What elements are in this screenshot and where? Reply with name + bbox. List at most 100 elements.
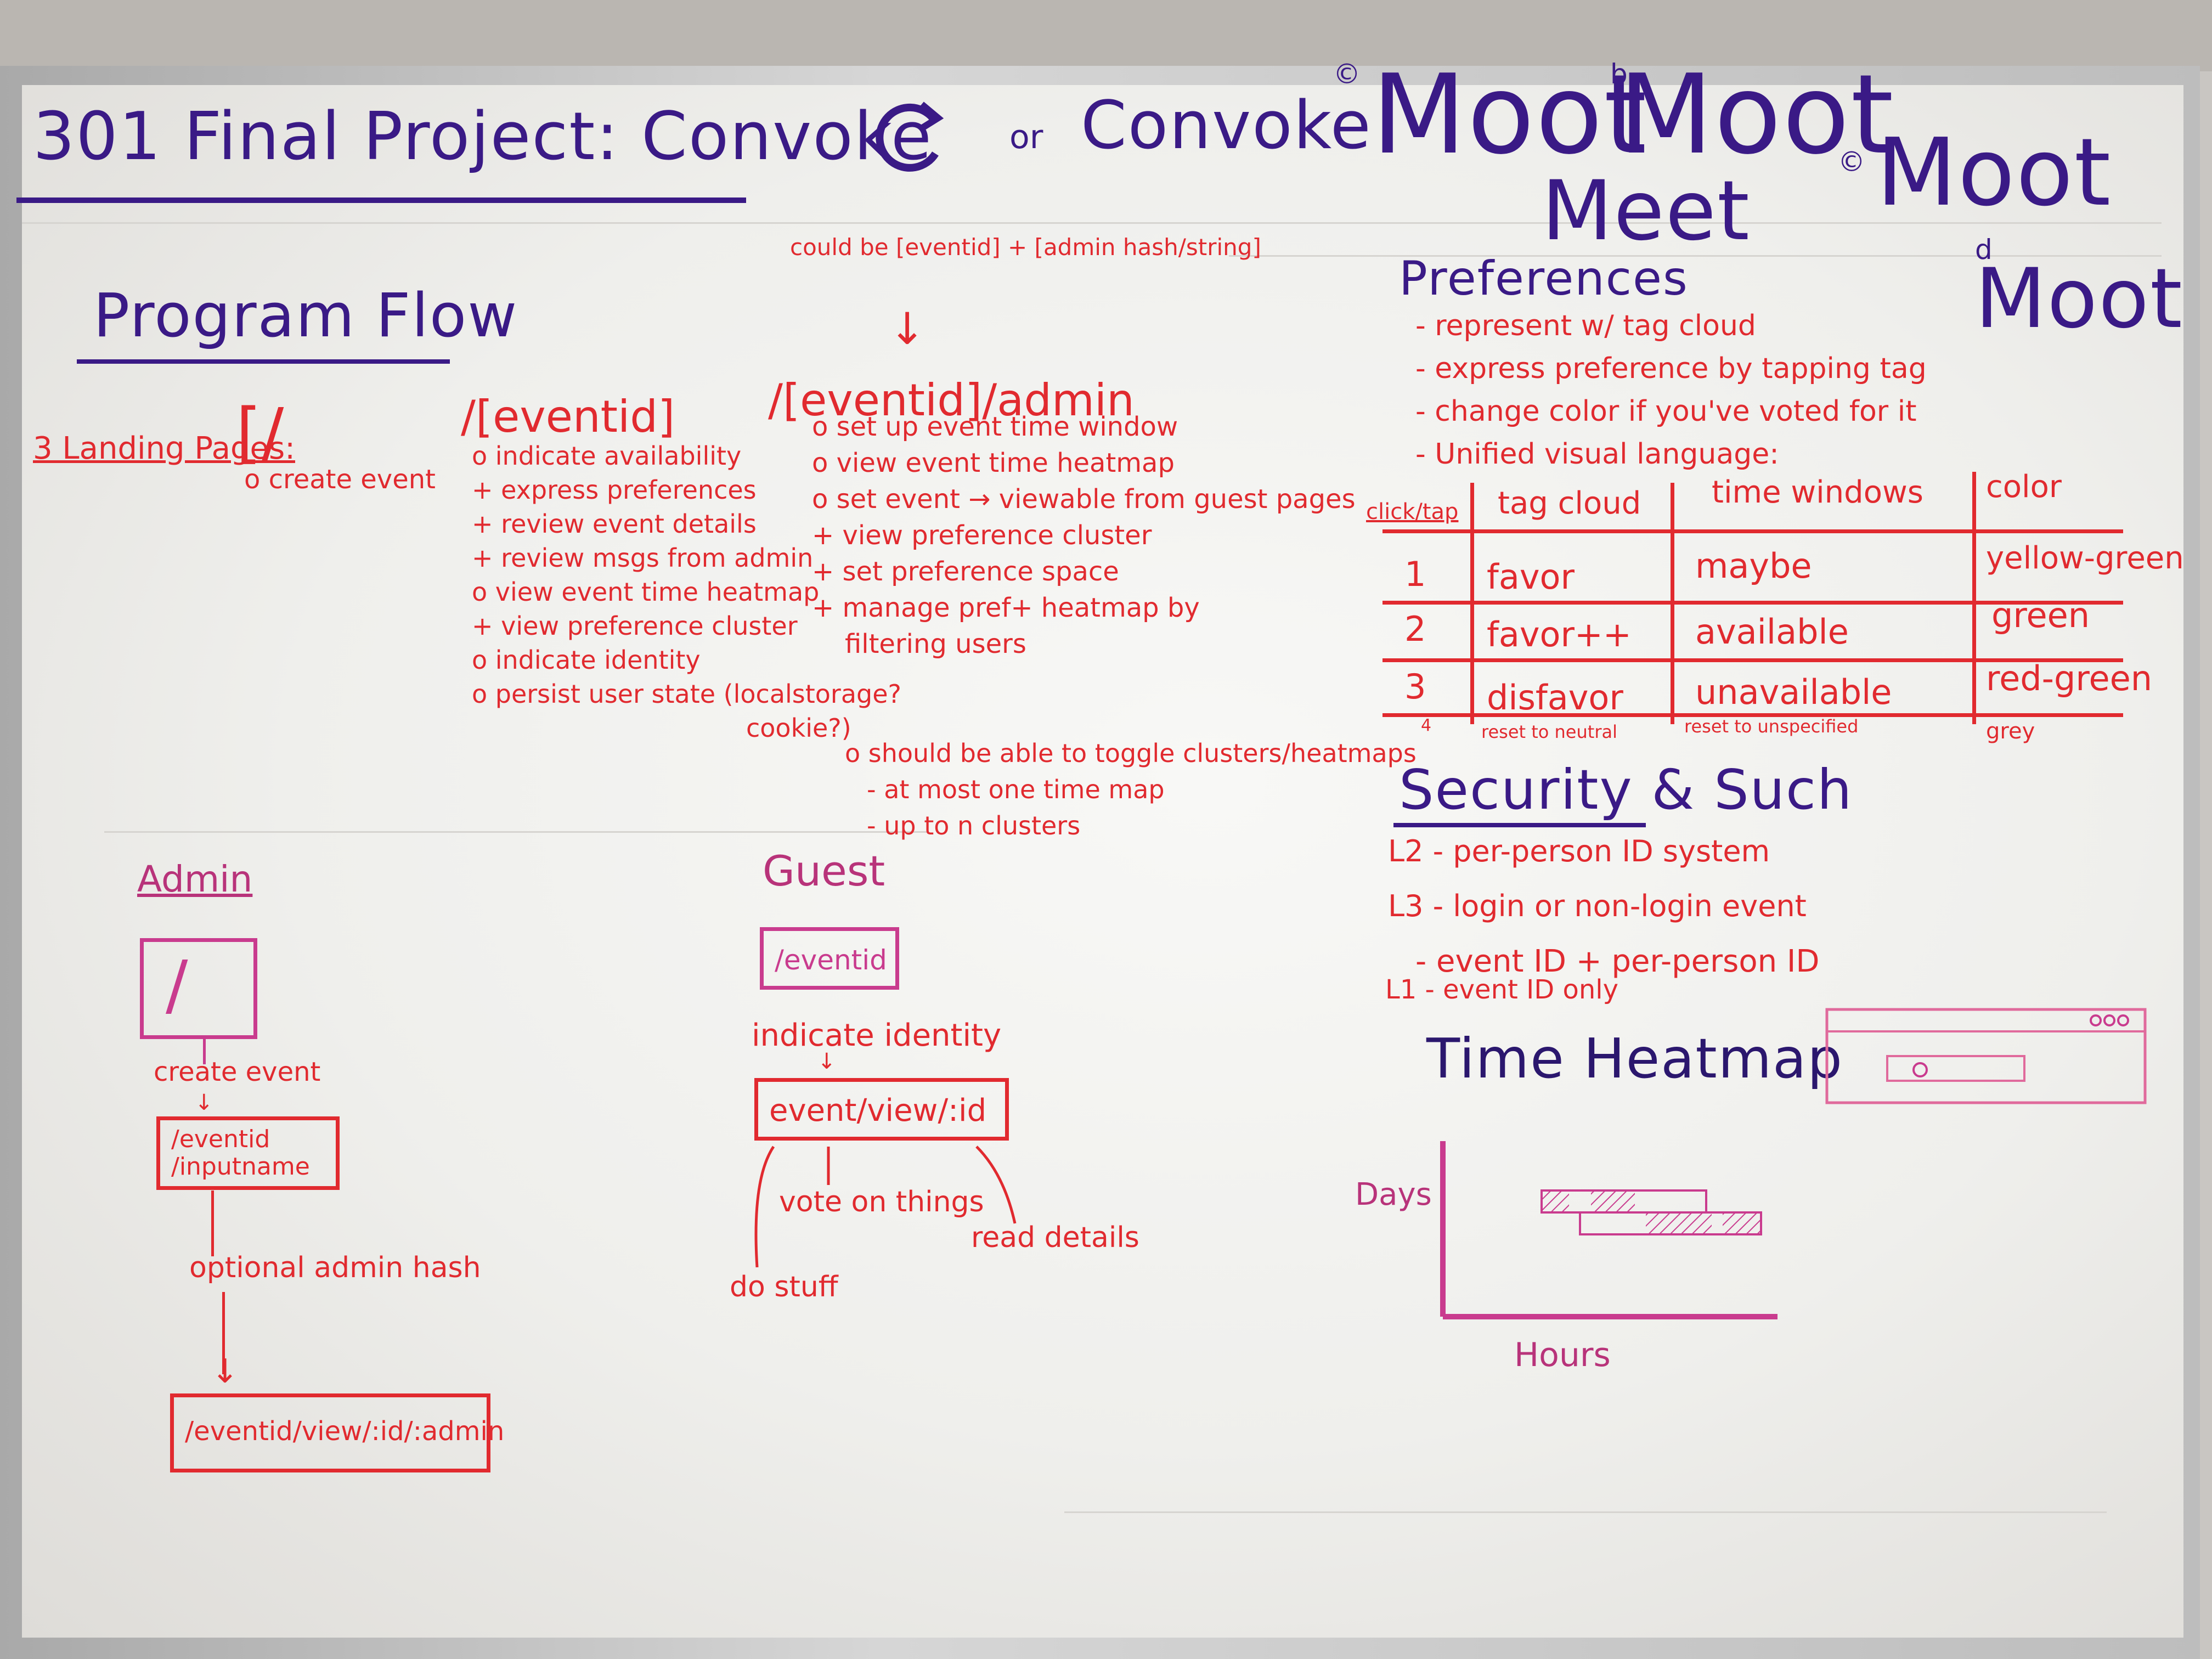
table-header: click/tap (1366, 499, 1459, 524)
eventid-list: o indicate availability + express prefer… (472, 439, 901, 745)
guest-view-box: event/view/:id (754, 1078, 1009, 1141)
board-reflection-line (1064, 1511, 2107, 1513)
wall-background (0, 0, 2212, 71)
table-header: time windows (1712, 475, 1923, 510)
title-or: or (1009, 118, 1043, 156)
board-reflection-line (22, 222, 2162, 224)
root-path: [/ (236, 395, 284, 471)
security-item: L1 - event ID only (1385, 974, 1618, 1005)
list-item: + manage pref+ heatmap by (812, 592, 1200, 623)
eventid-path: /[eventid] (461, 391, 675, 442)
b-mark: b (1610, 58, 1628, 90)
security-underline (1393, 823, 1646, 827)
security-item: - event ID + per-person ID (1415, 944, 1820, 979)
table-cell: favor (1487, 557, 1575, 597)
table-rule (1470, 483, 1474, 724)
board-reflection-line (1229, 255, 2162, 257)
admin-list: o set up event time window o view event … (812, 409, 1356, 662)
heatmap-heading: Time Heatmap (1426, 1026, 1843, 1091)
guest-eventid-box: /eventid (760, 927, 899, 990)
heatmap-ylabel: Days (1355, 1177, 1432, 1212)
list-item: o view event time heatmap (472, 577, 820, 607)
arrow-down-icon: ↓ (211, 1352, 239, 1391)
table-cell: reset to unspecified (1684, 716, 1859, 737)
list-item: o indicate identity (472, 645, 701, 675)
list-item: o view event time heatmap (812, 448, 1175, 478)
list-item: - express preference by tapping tag (1415, 352, 1927, 385)
list-item: + review event details (472, 509, 757, 539)
security-heading: Security & Such (1399, 758, 1853, 822)
list-item: - change color if you've voted for it (1415, 395, 1917, 428)
admin-note: could be [eventid] + [admin hash/string] (790, 234, 1261, 261)
table-cell: 4 (1421, 716, 1432, 735)
guest-branch-vote: vote on things (779, 1186, 984, 1218)
security-item: L2 - per-person ID system (1388, 834, 1770, 868)
table-cell: disfavor (1487, 678, 1623, 718)
browser-window-sketch (1825, 1008, 2147, 1104)
guest-branch-lines (754, 1146, 1017, 1268)
copyright-mark-2: © (1838, 146, 1865, 178)
list-item: - represent w/ tag cloud (1415, 309, 1756, 342)
arrow-down-icon: ↓ (889, 303, 926, 354)
toggle-list: o should be able to toggle clusters/heat… (845, 735, 1417, 844)
preferences-heading: Preferences (1399, 251, 1689, 306)
admin-input-box: /eventid /inputname (156, 1116, 340, 1190)
table-rule (1383, 601, 2123, 605)
table-cell: available (1695, 612, 1849, 652)
program-flow-heading: Program Flow (93, 280, 518, 351)
arrow-down-icon: ↓ (817, 1049, 836, 1074)
title-moot-2: Moot (1618, 51, 1895, 179)
page-title: 301 Final Project: Convoke (33, 99, 933, 175)
preferences-list: - represent w/ tag cloud - express prefe… (1415, 304, 1927, 476)
table-header: tag cloud (1498, 486, 1641, 521)
flow-connector (211, 1190, 214, 1256)
admin-root-box: / (140, 938, 257, 1039)
board-reflection-line (104, 831, 927, 833)
list-item: o persist user state (localstorage? (472, 679, 901, 709)
title-meet: Meet (1542, 163, 1751, 259)
table-rule (1383, 529, 2123, 533)
arrow-down-icon: ↓ (195, 1090, 213, 1115)
table-cell: green (1991, 595, 2090, 635)
table-rule (1383, 658, 2123, 662)
flow-connector (203, 1037, 206, 1064)
admin-input-path: /eventid /inputname (171, 1125, 310, 1181)
list-item: o set up event time window (812, 411, 1178, 442)
guest-branch-details: read details (971, 1221, 1139, 1254)
landing-pages-label: 3 Landing Pages: (33, 431, 295, 466)
list-item: + review msgs from admin (472, 543, 814, 573)
alt-title-convoke: Convoke (1081, 88, 1372, 164)
security-item: L3 - login or non-login event (1388, 889, 1807, 923)
heatmap-xlabel: Hours (1514, 1336, 1611, 1374)
title-moot-3: Moot (1876, 119, 2112, 227)
table-cell: reset to neutral (1481, 721, 1617, 742)
table-cell: 1 (1404, 554, 1426, 594)
list-item: o indicate availability (472, 441, 742, 471)
list-item: - at most one time map (867, 775, 1165, 804)
flow-connector (222, 1292, 225, 1374)
guest-view-path: event/view/:id (769, 1093, 987, 1128)
admin-final-box: /eventid/view/:id/:admin (170, 1393, 504, 1472)
title-underline (16, 198, 746, 203)
list-item: - Unified visual language: (1415, 438, 1779, 471)
table-cell: 3 (1404, 667, 1426, 707)
root-item: o create event (244, 464, 436, 495)
table-rule (1972, 472, 1976, 724)
program-flow-underline (77, 359, 450, 364)
guest-step-identity: indicate identity (752, 1018, 1002, 1053)
admin-flow-heading: Admin (137, 858, 253, 900)
list-item: - up to n clusters (867, 811, 1081, 840)
list-item: + express preferences (472, 475, 757, 505)
list-item: + set preference space (812, 556, 1119, 587)
guest-flow-heading: Guest (763, 847, 885, 895)
admin-root-path: / (166, 947, 188, 1024)
table-cell: unavailable (1695, 672, 1892, 712)
table-cell: grey (1986, 719, 2035, 744)
list-item: cookie?) (746, 713, 851, 743)
admin-step-hash: optional admin hash (189, 1251, 481, 1284)
list-item: o set event → viewable from guest pages (812, 484, 1356, 515)
title-moot-1: Moot (1372, 51, 1648, 179)
table-cell: favor++ (1487, 614, 1632, 654)
table-rule (1671, 483, 1674, 724)
admin-step-create: create event (154, 1057, 321, 1087)
